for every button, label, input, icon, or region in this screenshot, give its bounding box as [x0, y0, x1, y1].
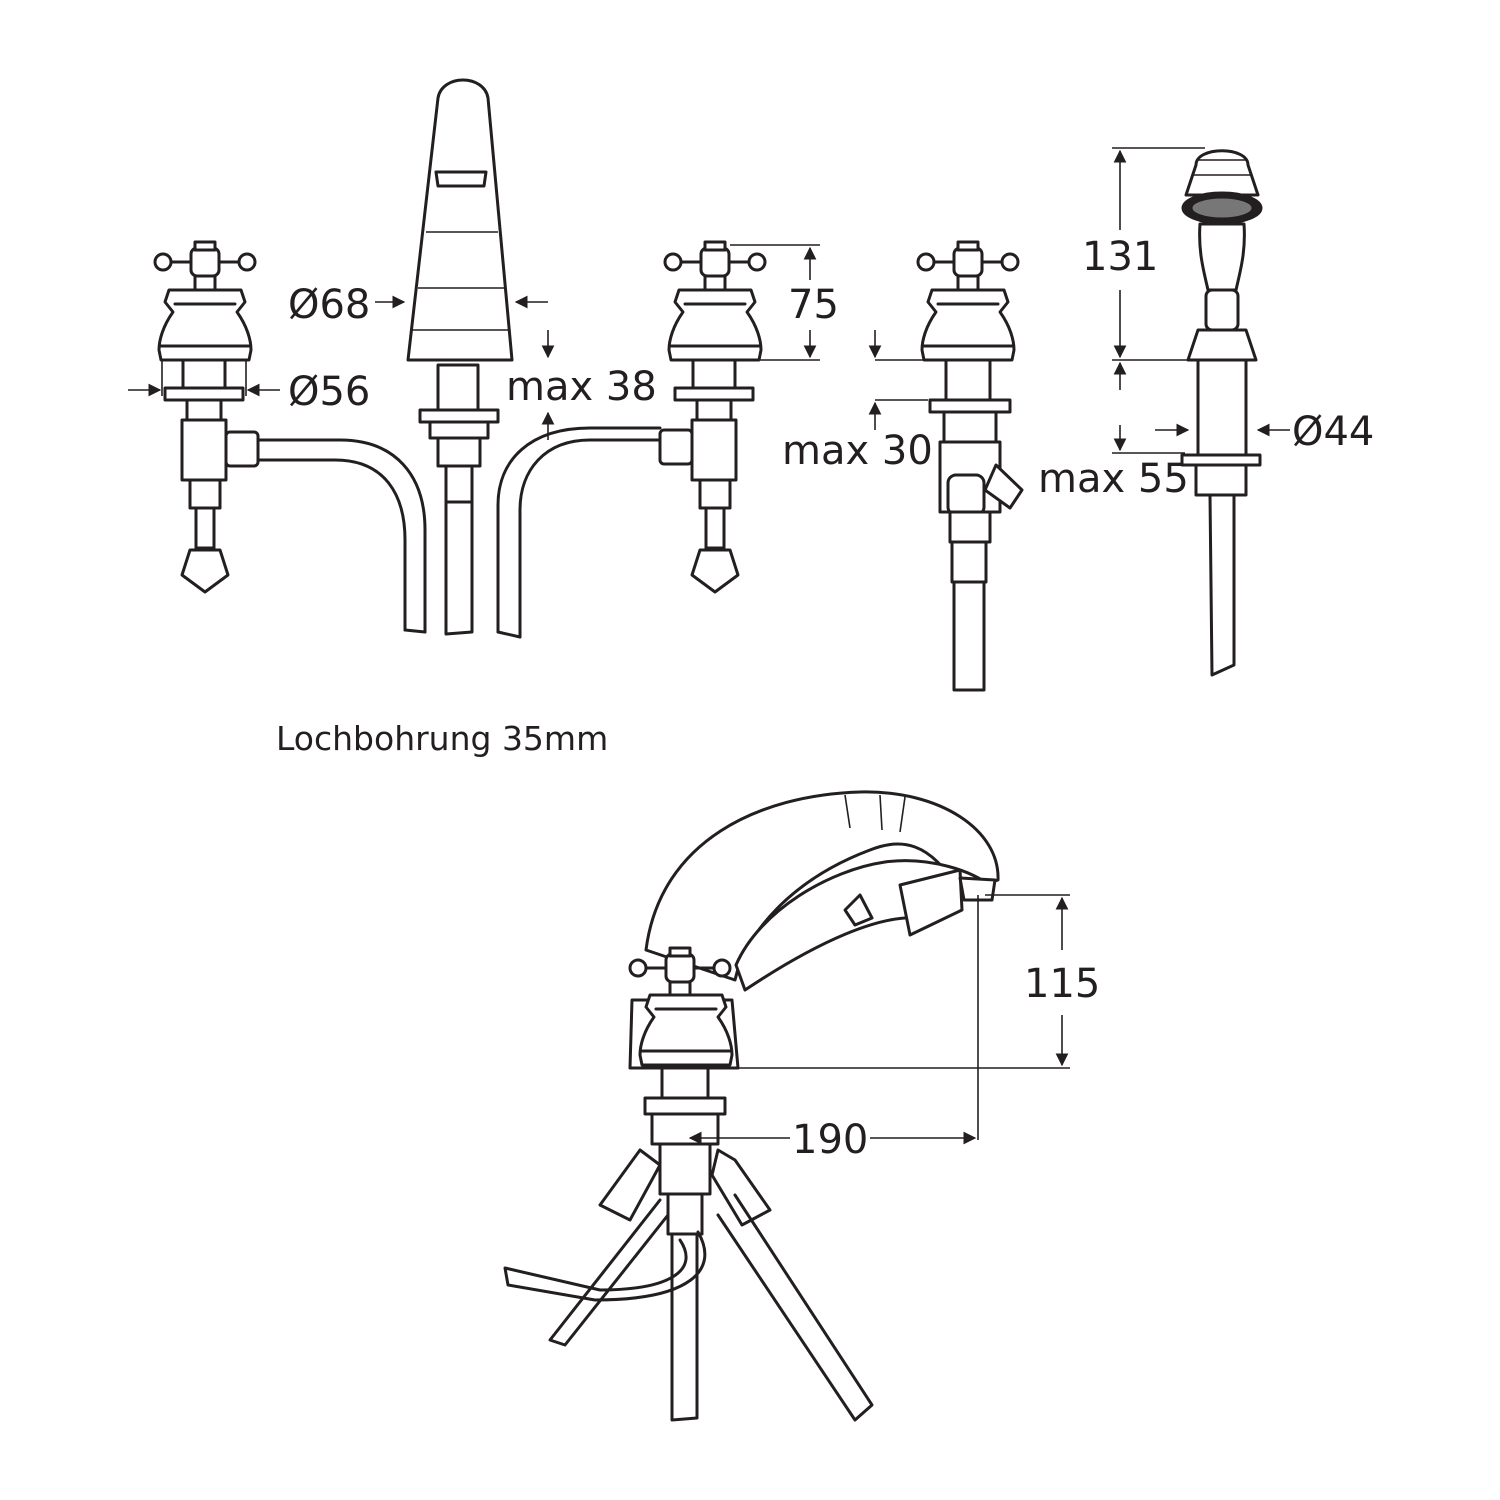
spout-reach-label: 190	[792, 1117, 868, 1163]
max-thickness-shower-label: max 55	[1038, 456, 1189, 502]
max-thickness-valve-label: max 30	[782, 428, 933, 474]
dim-spout-reach-lines	[688, 895, 979, 1145]
valve-diameter-label: Ø56	[288, 369, 370, 415]
spout-diameter-label: Ø68	[288, 282, 370, 328]
valve-height-label: 75	[788, 282, 839, 328]
left-valve	[153, 240, 427, 634]
diverter-valve	[916, 240, 1024, 692]
shower-diameter-label: Ø44	[1292, 409, 1374, 455]
hand-shower	[1180, 149, 1263, 677]
dim-valve-height-lines	[730, 244, 820, 361]
dim-valve-diameter-lines	[128, 360, 280, 397]
spout-height-label: 115	[1024, 961, 1100, 1007]
hole-size-note: Lochbohrung 35mm	[276, 719, 608, 758]
bidet-faucet	[503, 790, 1000, 1422]
shower-height-label: 131	[1082, 234, 1158, 280]
basin-spout	[406, 78, 662, 639]
dim-valve-max-lines	[868, 330, 928, 430]
dim-spout-height-lines	[736, 894, 1070, 1069]
right-valve	[658, 240, 767, 594]
dim-shower-height-lines	[1112, 147, 1205, 454]
max-thickness-spout-label: max 38	[506, 364, 657, 410]
